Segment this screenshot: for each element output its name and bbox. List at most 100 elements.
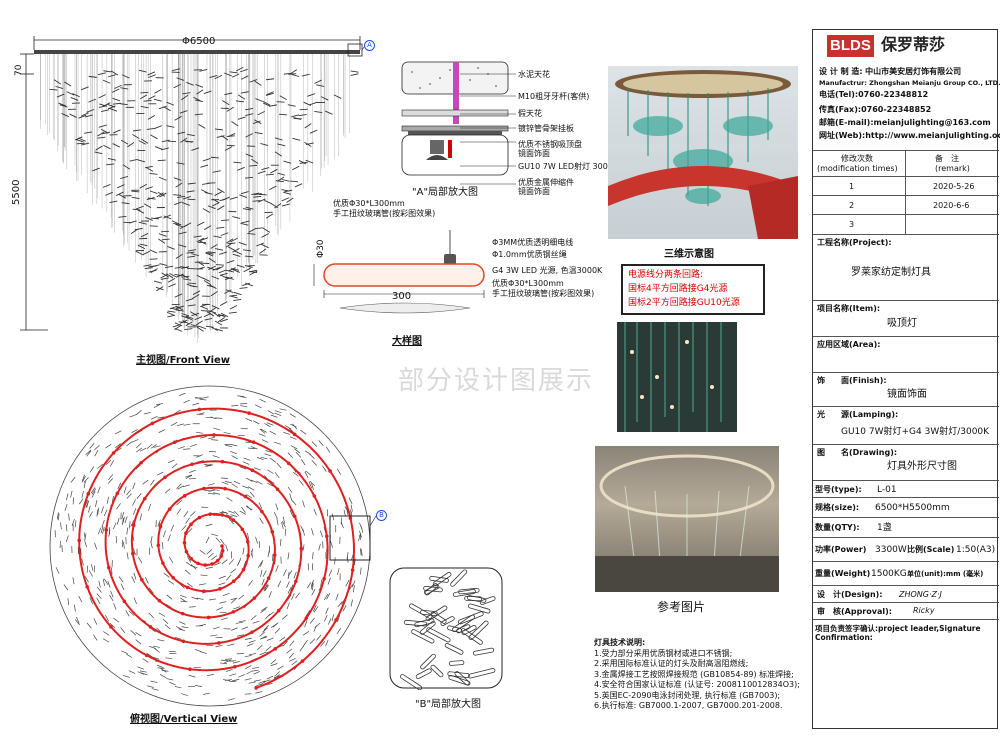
revision-date-1: 2020-5-26 [933,182,975,191]
tech-note-5: 5.英国EC-2090电泳封闭处理, 执行标准 (GB7003); [594,690,781,700]
detail-a-label-3: 假天花 [518,109,542,118]
finish-value: 镜面饰面 [887,389,927,400]
maker-line: 设 计 制 造: 中山市美安居灯饰有限公司 [819,67,961,77]
tech-note-3: 3.金属焊接工艺按照焊接规范 (GB10854-89) 标准焊接; [594,669,794,679]
maker-en: Manufactrur: Zhongshan Meianju Group CO.… [819,79,1000,87]
marker-b-label: B [379,511,384,519]
rev-header-1-en: (modification times) [817,164,898,173]
design-label: 设 计(Design): [817,590,883,599]
big-sample-tube-4: 手工扭纹玻璃管(按彩图效果) [492,289,595,298]
maker-label: 设 计 制 造: [819,67,863,76]
detail-a-label-8: 优质金属伸缩件 [518,178,574,187]
item-row: 项目名称(Item): 吸顶灯 [813,300,999,336]
project-value: 罗莱家纺定制灯具 [851,267,931,278]
render-caption: 三维示意图 [664,249,714,260]
tech-notes: 灯具技术说明: 1.受力部分采用优质钢材或进口不锈钢; 2.采用国际标准认证的灯… [594,638,800,712]
drawing-label: 图 名(Drawing): [817,448,898,457]
marker-b: B [376,510,387,521]
weight-row: 重量(Weight) 1500KG 单位(unit):mm (毫米) [813,561,999,585]
title-block: BLDS 保罗蒂莎 设 计 制 造: 中山市美安居灯饰有限公司 Manufact… [812,29,1000,729]
big-sample-height: Φ30 [316,239,326,258]
front-width-label: Φ6500 [182,36,216,47]
qty-value: 1盏 [877,523,892,533]
power-note-line-1: 电源线分两条回路: [628,270,704,280]
tel-line: 电话(Tel):0760-22348812 [819,90,929,99]
detail-b-caption: "B"局部放大图 [415,699,482,710]
power-note-line-2: 国标4平方回路接G4光源 [628,284,728,294]
detail-a-label-2: M10粗牙牙杆(客供) [518,92,590,101]
power-label: 功率(Power) [815,545,867,554]
fax-line: 传真(Fax):0760-22348852 [819,105,932,114]
weight-label: 重量(Weight) [815,569,871,578]
item-label: 项目名称(Item): [817,304,881,313]
confirm-label-2: Confirmation: [815,633,873,642]
logo-letters: BLDS [827,35,874,57]
detail-a-label-6: 镜面饰面 [518,149,550,158]
reference-photo-1 [617,322,737,432]
type-label: 型号(type): [815,485,862,494]
size-value: 6500*H5500mm [875,503,950,513]
revision-row-3: 3 [813,214,999,234]
detail-a-caption: "A"局部放大图 [412,187,479,198]
big-sample-tube-3: 优质Φ30*L300mm [492,279,564,288]
approval-row: 审 核(Approval): Ricky [813,602,999,619]
detail-a-label-1: 水泥天花 [518,70,550,79]
detail-a-leaders [460,73,516,185]
revision-no-2: 2 [849,201,855,210]
big-sample-drawing [313,230,485,314]
revision-row-2: 2 2020-6-6 [813,195,999,214]
logo-cn: 保罗蒂莎 [880,35,945,54]
approval-value: Ricky [913,606,935,615]
scale-label: 比例(Scale) [907,545,955,554]
front-height-label: 5500 [11,179,22,205]
detail-a-drawing [401,61,509,176]
tech-note-2: 2.采用国际标准认证的灯头及耐高温阻燃线; [594,659,749,668]
revision-no-3: 3 [849,220,855,229]
design-value: ZHONG·Z·J [899,590,942,599]
power-value: 3300W [875,545,907,555]
revision-row-1: 1 2020-5-26 [813,176,999,195]
tech-note-6: 6.执行标准: GB7000.1-2007, GB7000.201-2008. [594,701,783,710]
lamping-row: 光 源(Lamping): GU10 7W射灯+G4 3W射灯/3000K [813,406,999,444]
power-row: 功率(Power) 3300W 比例(Scale) 1:50(A3) [813,537,999,561]
rev-header-2: 备 注 [935,154,959,163]
rev-header-2-en: (remark) [935,164,970,173]
unit-label: 单位(unit):mm (毫米) [907,570,984,578]
power-note-line-3: 国标2平方回路接GU10光源 [628,298,740,308]
qty-label: 数量(QTY): [815,523,860,532]
size-label: 规格(size): [815,503,860,512]
finish-row: 饰 面(Finish): 镜面饰面 [813,372,999,406]
watermark-text: 部分设计图展示 [398,366,595,396]
big-sample-led: G4 3W LED 光源, 色温3000K [492,266,603,275]
reference-photo-2 [595,446,779,592]
maker-cn: 中山市美安居灯饰有限公司 [865,67,962,76]
drawing-row: 图 名(Drawing): 灯具外形尺寸图 [813,444,999,480]
big-sample-caption: 大样图 [392,336,422,347]
detail-b-drawing [389,567,503,690]
front-view-caption: 主视图/Front View [136,355,231,366]
vertical-view-caption: 俯视图/Vertical View [130,714,238,725]
type-value: L-01 [877,485,897,495]
confirm-label: 项目负责签字确认:project leader,Signature [815,624,981,633]
big-sample-tube-2: 手工扭纹玻璃管(按彩图效果) [333,209,436,218]
vertical-view-drawing [49,385,377,707]
weight-value: 1500KG [871,569,907,579]
size-row: 规格(size): 6500*H5500mm [813,497,999,517]
type-row: 型号(type): L-01 [813,480,999,497]
lamping-value: GU10 7W射灯+G4 3W射灯/3000K [841,427,990,437]
detail-a-label-9: 镜面饰面 [518,187,550,196]
project-row: 工程名称(Project): 罗莱家纺定制灯具 [813,234,999,300]
finish-label: 饰 面(Finish): [817,376,887,385]
big-sample-wire-2: Φ1.0mm优质钢丝绳 [492,250,567,259]
qty-row: 数量(QTY): 1盏 [813,517,999,537]
email-line: 邮箱(E-mail):meianjulighting@163.com [819,118,991,127]
detail-a-label-5: 优质不锈钢吸顶盘 [518,140,582,149]
area-label: 应用区域(Area): [817,340,881,349]
project-label: 工程名称(Project): [817,238,892,247]
front-top-label: 70 [14,64,24,76]
area-row: 应用区域(Area): [813,336,999,372]
marker-a: A [364,40,375,51]
render-image [608,66,798,239]
item-value: 吸顶灯 [887,318,917,329]
approval-label: 审 核(Approval): [817,607,892,616]
